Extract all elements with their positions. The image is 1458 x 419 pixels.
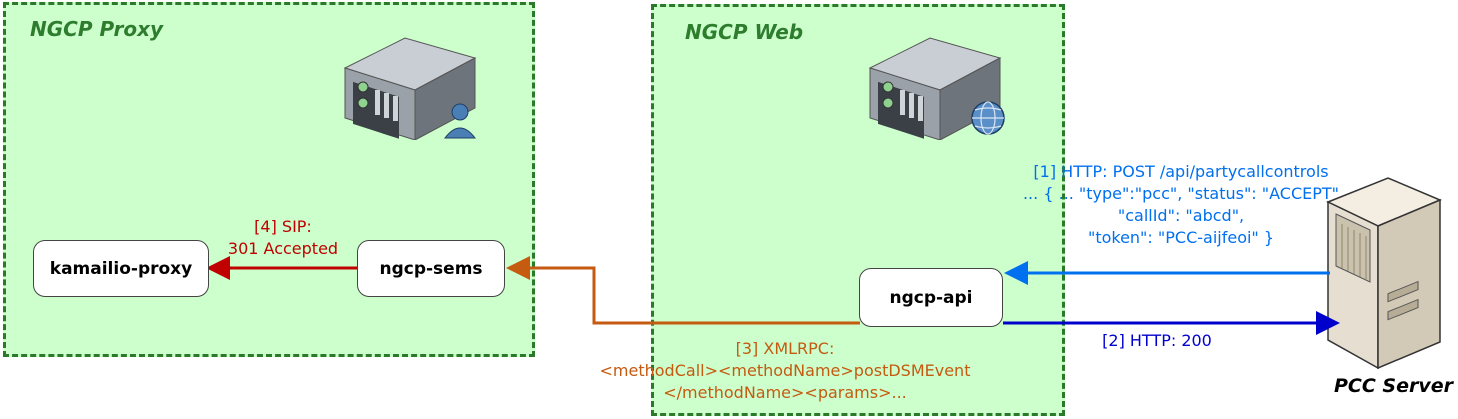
xmlrpc-label: [3] XMLRPC: <methodCall><methodName>post… [599, 339, 971, 402]
ngcp-api-node: ngcp-api [859, 268, 1003, 327]
pcc-server-icon [1326, 177, 1442, 370]
xmlrpc-arrow [506, 256, 860, 325]
ngcp-sems-node: ngcp-sems [357, 240, 505, 297]
ngcp-web-title: NGCP Web [685, 20, 804, 44]
kamailio-proxy-node: kamailio-proxy [33, 240, 209, 297]
http-post-label: [1] HTTP: POST /api/partycallcontrols ..… [1022, 162, 1340, 247]
http-200-label: [2] HTTP: 200 [1102, 331, 1212, 350]
sip-label: [4] SIP: 301 Accepted [227, 217, 339, 258]
server-user-icon [343, 37, 477, 140]
server-web-icon [868, 37, 1005, 140]
pcc-server-caption: PCC Server [1334, 375, 1454, 397]
ngcp-proxy-title: NGCP Proxy [30, 17, 164, 41]
